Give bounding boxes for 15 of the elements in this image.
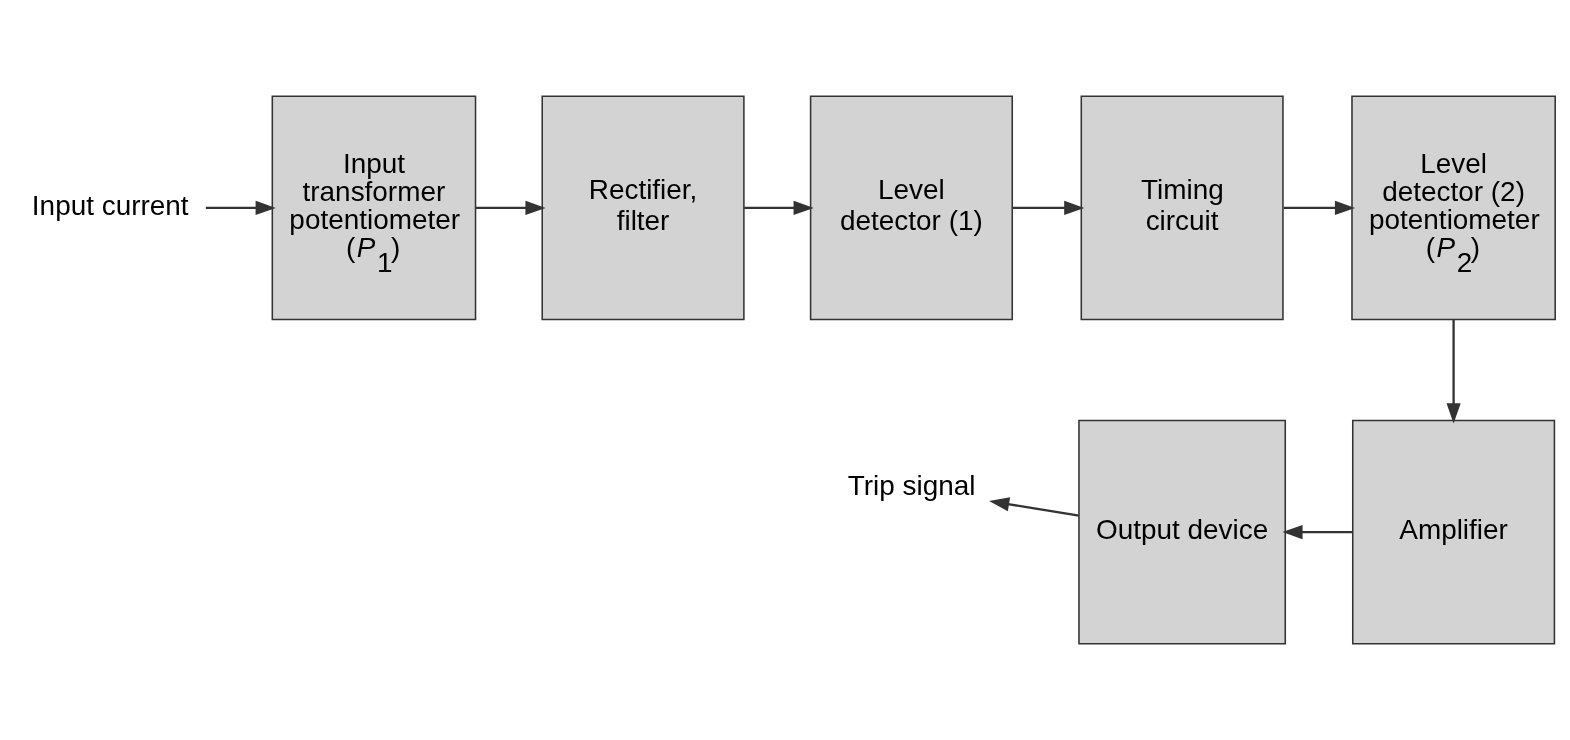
arrow (744, 200, 814, 215)
arrow (1012, 200, 1085, 215)
node-box: Rectifier, filter (541, 95, 745, 321)
node-text: Trip signal (847, 470, 976, 502)
node-text: Input current (31, 189, 189, 221)
arrow (476, 200, 546, 215)
arrow (1446, 319, 1461, 424)
arrow (1282, 525, 1353, 540)
node-box: Output device (1078, 419, 1287, 645)
arrow (205, 200, 276, 215)
arrow (1283, 200, 1356, 215)
node-box: Timing circuit (1080, 95, 1284, 321)
node-box: Level detector (1) (809, 95, 1014, 321)
arrow (989, 497, 1080, 517)
node-box: Amplifier (1352, 419, 1556, 645)
